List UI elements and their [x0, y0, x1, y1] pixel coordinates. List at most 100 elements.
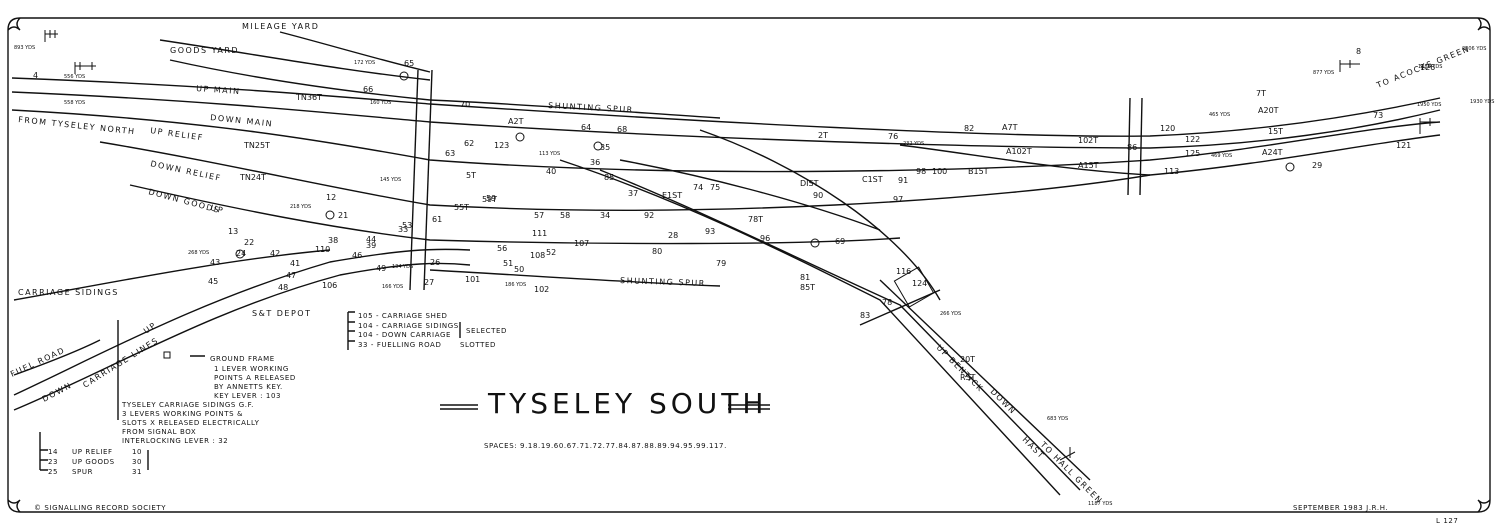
overbridge-right	[423, 69, 433, 291]
lever-number: 102	[534, 285, 549, 294]
ground-frame-line: 1 LEVER WORKING	[214, 365, 289, 373]
track-mileage-yard	[279, 31, 431, 73]
lever-table-left: 23	[48, 458, 58, 466]
lever-number: 42	[270, 249, 280, 258]
mileage-label: 186 YDS	[505, 282, 526, 288]
selected-bracket	[347, 311, 461, 350]
date-author-label: SEPTEMBER 1983 J.R.H.	[1293, 504, 1388, 512]
mileage-label: 1187 YDS	[1088, 501, 1112, 507]
mileage-label: 683 YDS	[1047, 416, 1068, 422]
lever-table-label: UP GOODS	[72, 458, 115, 466]
track-up-goods	[169, 59, 431, 101]
lever-number: 80	[652, 247, 662, 256]
mileage-label: 166 YDS	[382, 284, 403, 290]
disc-signal-7	[1285, 162, 1295, 172]
lever-number: 37	[628, 189, 638, 198]
lever-number: 100	[932, 167, 947, 176]
tc-label: TN24T	[239, 173, 266, 182]
tc-label: RST	[960, 373, 976, 382]
disc-signal-2	[325, 210, 335, 220]
track-down-main	[11, 91, 1441, 149]
carriage-gf-line: 3 LEVERS WORKING POINTS &	[122, 410, 243, 418]
tc-label: C1ST	[862, 175, 883, 184]
lever-number: 33	[398, 225, 408, 234]
ground-frame-line: BY ANNETTS KEY.	[214, 383, 283, 391]
corner-ornament-tr	[1477, 17, 1491, 31]
tc-label: A20T	[1258, 106, 1279, 115]
ground-frame-box	[163, 351, 171, 359]
disc-signal-3	[515, 132, 525, 142]
lever-table-label: SPUR	[72, 468, 93, 476]
lever-number: 65	[404, 59, 414, 68]
lever-number: 4	[33, 71, 38, 80]
tc-label: 59T	[482, 195, 497, 204]
down-main-label: DOWN MAIN	[210, 113, 274, 129]
lever-table-left: 25	[48, 468, 58, 476]
track-goods-yard	[159, 39, 431, 81]
lever-number: 13	[228, 227, 238, 236]
corner-ornament-br	[1477, 499, 1491, 513]
lever-number: 58	[560, 211, 570, 220]
track-carriage-up	[13, 248, 471, 396]
tc-label: A7T	[1002, 123, 1018, 132]
lever-number: 34	[600, 211, 610, 220]
shunting-spur-top-label: SHUNTING SPUR	[548, 101, 634, 114]
lever-number: 83	[860, 311, 870, 320]
up-main-label: UP MAIN	[196, 84, 241, 96]
up-carriage-label: UP	[142, 320, 158, 335]
from-tyseley-north-label: FROM TYSELEY NORTH	[18, 115, 136, 136]
signal-box-124	[893, 266, 935, 308]
lever-number: 24	[236, 249, 246, 258]
mileage-label: 172 YDS	[354, 60, 375, 66]
lever-table-right: 31	[132, 468, 142, 476]
lever-number: 78	[882, 298, 892, 307]
lever-number: 111	[532, 229, 547, 238]
track-shunting-spur-top	[429, 99, 721, 119]
lever-table-label: UP RELIEF	[72, 448, 113, 456]
selected-item: 104 - DOWN CARRIAGE	[358, 331, 451, 339]
lever-number: 126	[1420, 63, 1435, 72]
mileage-yard-label: MILEAGE YARD	[242, 22, 319, 31]
lever-number: 74	[693, 183, 703, 192]
lever-number: 76	[888, 132, 898, 141]
lever-number: 26	[430, 258, 440, 267]
lever-table-left: 14	[48, 448, 58, 456]
mileage-label: 1930 YDS	[1470, 99, 1494, 105]
up-goods-label: UP	[209, 203, 225, 215]
disc-signal-6	[810, 238, 820, 248]
lever-number: 8	[1356, 47, 1361, 56]
mileage-label: 558 YDS	[64, 100, 85, 106]
mileage-label: 2006 YDS	[1462, 46, 1486, 52]
lever-number: 47	[286, 271, 296, 280]
lever-number: 97	[893, 195, 903, 204]
signal-post-5	[1059, 447, 1076, 461]
lever-table-bracket	[39, 432, 149, 471]
lever-number: 93	[705, 227, 715, 236]
lever-number: 12	[326, 193, 336, 202]
lever-number: 35	[600, 143, 610, 152]
selected-word: SELECTED	[466, 327, 507, 335]
mileage-label: 145 YDS	[380, 177, 401, 183]
carriage-sidings-label: CARRIAGE SIDINGS	[18, 288, 119, 297]
tc-label: 15T	[1268, 127, 1283, 136]
lever-number: 79	[716, 259, 726, 268]
lever-number: 108	[530, 251, 545, 260]
track-crossover-1	[619, 159, 881, 231]
lever-number: 113	[1164, 167, 1179, 176]
lever-number: 59	[486, 194, 496, 203]
tc-label: 2T	[818, 131, 828, 140]
tc-label: 55T	[454, 203, 469, 212]
down-carriage-label: DOWN	[41, 381, 74, 404]
title-rule-right	[728, 404, 770, 410]
selected-item: 105 - CARRIAGE SHED	[358, 312, 447, 320]
corner-ornament-bl	[7, 499, 21, 513]
track-down-goods	[129, 184, 901, 245]
carriage-gf-line: SLOTS X RELEASED ELECTRICALLY	[122, 419, 260, 427]
lever-number: 48	[278, 283, 288, 292]
track-shunting-spur-bottom	[429, 269, 721, 287]
track-bentick-down	[559, 159, 1061, 496]
track-fuel-road	[13, 339, 101, 376]
tc-label: A15T	[1078, 161, 1099, 170]
